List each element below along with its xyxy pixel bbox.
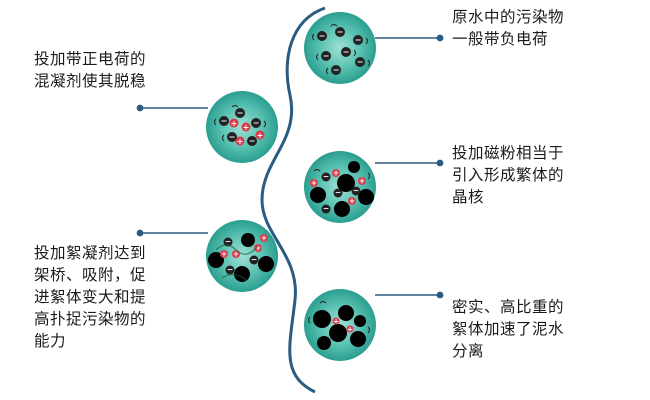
step-3-label: 投加磁粉相当于 引入形成繁体的 晶核 bbox=[452, 142, 564, 208]
svg-text:−: − bbox=[335, 188, 341, 197]
step-3-line-2: 引入形成繁体的 bbox=[452, 166, 565, 184]
stage-1-circle: −−− −−−− bbox=[304, 12, 376, 84]
svg-text:+: + bbox=[349, 197, 355, 206]
connector-dot-s1 bbox=[436, 34, 444, 42]
wavy-spine bbox=[260, 6, 326, 394]
step-4-line-3: 进絮体变大和提 bbox=[34, 288, 147, 306]
svg-text:−: − bbox=[357, 58, 364, 67]
svg-text:−: − bbox=[225, 237, 231, 246]
step-2-label: 投加带正电荷的 混凝剂使其脱稳 bbox=[34, 48, 146, 92]
step-4-line-2: 架桥、吸附，促 bbox=[34, 266, 147, 284]
svg-text:+: + bbox=[347, 326, 353, 334]
svg-text:+: + bbox=[333, 169, 339, 178]
svg-text:+: + bbox=[237, 137, 244, 146]
svg-text:−: − bbox=[333, 66, 340, 75]
connectors bbox=[136, 34, 444, 299]
svg-text:−: − bbox=[251, 255, 257, 264]
step-5-line-2: 絮体加速了泥水 bbox=[452, 320, 565, 338]
svg-text:+: + bbox=[243, 123, 250, 132]
step-5-line-3: 分离 bbox=[452, 342, 485, 360]
svg-text:+: + bbox=[231, 119, 238, 128]
svg-text:−: − bbox=[253, 119, 260, 128]
step-1-line-1: 原水中的污染物 bbox=[452, 8, 565, 26]
svg-text:+: + bbox=[261, 234, 267, 243]
svg-text:+: + bbox=[255, 244, 261, 253]
svg-text:−: − bbox=[323, 172, 329, 181]
svg-text:−: − bbox=[323, 204, 329, 213]
stage-4-circle: −−− ++++ bbox=[206, 220, 278, 292]
step-2-line-1: 投加带正电荷的 bbox=[34, 50, 147, 68]
negative-particles bbox=[317, 27, 365, 75]
svg-text:+: + bbox=[233, 250, 239, 259]
connector-dot-s3 bbox=[436, 159, 444, 167]
stage-5-circle: ++ bbox=[304, 289, 376, 361]
stage-2-circle: −−− −− ++++ bbox=[206, 91, 278, 163]
step-4-line-4: 高扑捉污染物的 bbox=[34, 310, 147, 328]
svg-text:−: − bbox=[337, 28, 344, 37]
svg-text:−: − bbox=[353, 186, 359, 195]
step-1-label: 原水中的污染物 一般带负电荷 bbox=[452, 6, 564, 50]
step-2-line-2: 混凝剂使其脱稳 bbox=[34, 72, 147, 90]
connector-dot-s5 bbox=[436, 291, 444, 299]
svg-text:−: − bbox=[319, 32, 326, 41]
svg-text:+: + bbox=[333, 318, 339, 326]
svg-text:−: − bbox=[221, 117, 228, 126]
step-4-line-1: 投加絮凝剂达到 bbox=[34, 244, 147, 262]
svg-text:−: − bbox=[343, 48, 350, 57]
svg-text:+: + bbox=[221, 250, 227, 259]
svg-text:−: − bbox=[249, 137, 256, 146]
step-5-label: 密实、高比重的 絮体加速了泥水 分离 bbox=[452, 296, 564, 362]
svg-text:−: − bbox=[229, 133, 236, 142]
svg-text:+: + bbox=[359, 177, 365, 186]
connector-dot-s4 bbox=[136, 229, 144, 237]
svg-text:−: − bbox=[237, 109, 244, 118]
step-5-line-1: 密实、高比重的 bbox=[452, 298, 565, 316]
svg-text:+: + bbox=[311, 179, 317, 188]
svg-text:−: − bbox=[227, 265, 233, 274]
step-4-label: 投加絮凝剂达到 架桥、吸附，促 进絮体变大和提 高扑捉污染物的 能力 bbox=[34, 242, 146, 352]
svg-text:−: − bbox=[323, 52, 330, 61]
connector-dot-s2 bbox=[136, 104, 144, 112]
svg-text:+: + bbox=[257, 131, 264, 140]
step-1-line-2: 一般带负电荷 bbox=[452, 30, 549, 48]
stage-3-circle: −−−− ++++ bbox=[304, 151, 376, 223]
svg-text:−: − bbox=[355, 36, 362, 45]
step-4-line-5: 能力 bbox=[34, 332, 67, 350]
step-3-line-3: 晶核 bbox=[452, 188, 485, 206]
step-3-line-1: 投加磁粉相当于 bbox=[452, 144, 565, 162]
